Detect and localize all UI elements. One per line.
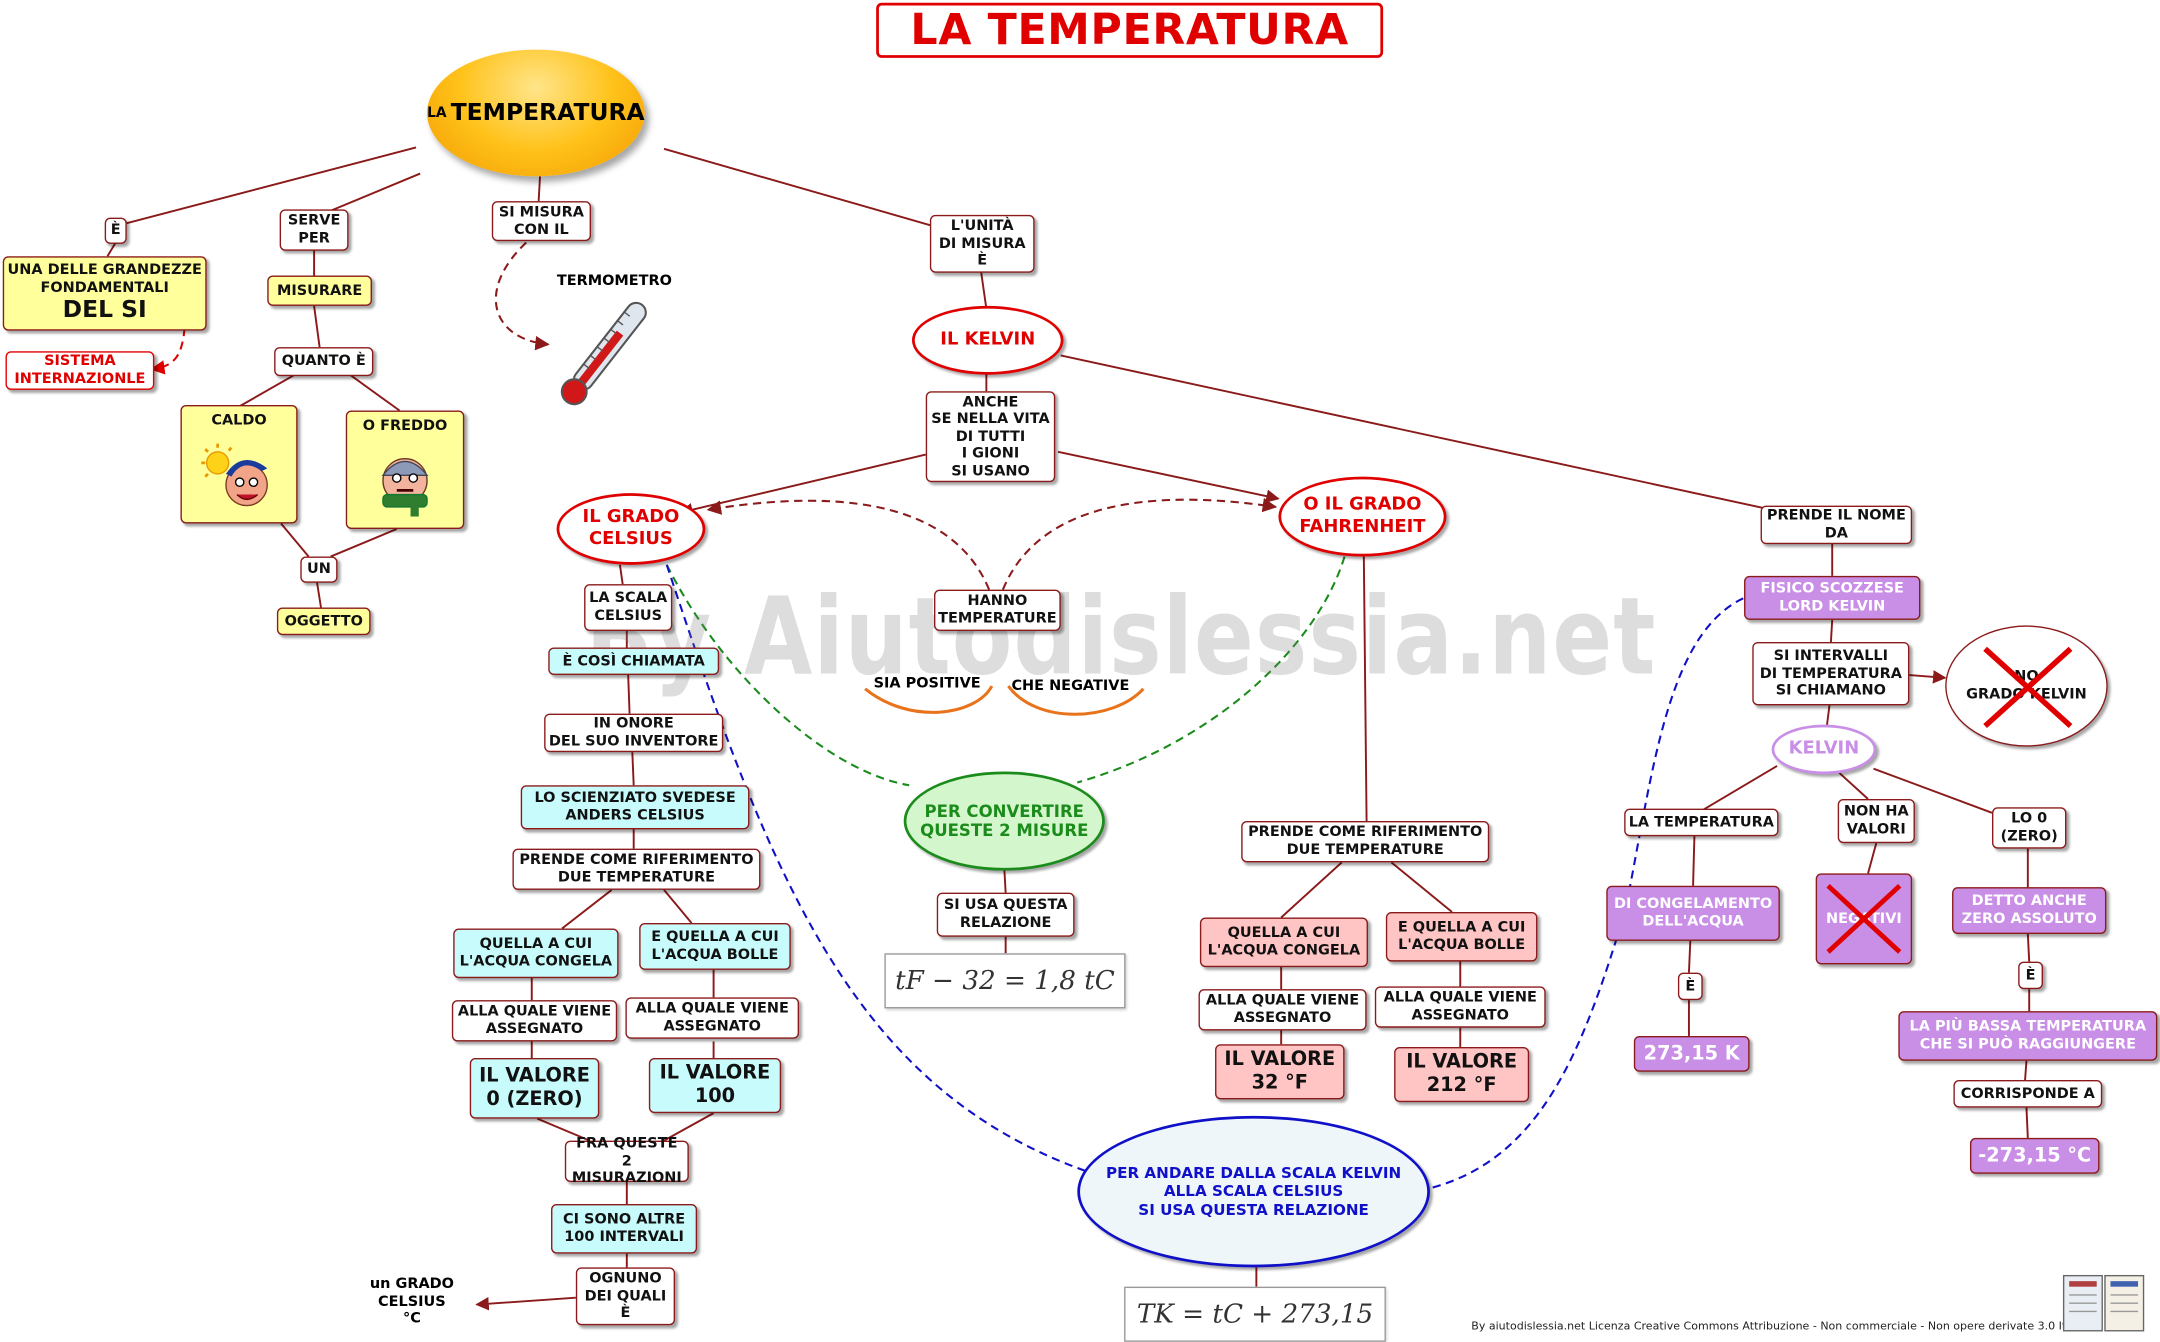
node-oggetto: OGGETTO <box>276 607 371 636</box>
page-title: LA TEMPERATURA <box>876 2 1384 58</box>
node-acqua-congela-celsius: QUELLA A CUI L'ACQUA CONGELA <box>453 928 619 979</box>
label-termometro: TERMOMETRO <box>556 272 672 290</box>
node-valore-100: IL VALORE 100 <box>648 1057 782 1114</box>
link-e-2: È <box>2018 961 2043 990</box>
label-grado-celsius: un GRADO CELSIUS °C <box>369 1275 454 1327</box>
thermometer-icon <box>560 301 647 406</box>
node-grado-fahrenheit: O IL GRADO FAHRENHEIT <box>1278 476 1447 557</box>
link-riferimento-celsius: PRENDE COME RIFERIMENTO DUE TEMPERATURE <box>512 848 761 890</box>
link-si-misura: SI MISURA CON IL <box>491 201 591 242</box>
node-scienziato-svedese: LO SCIENZIATO SVEDESE ANDERS CELSIUS <box>520 785 750 830</box>
link-in-onore: IN ONORE DEL SUO INVENTORE <box>544 713 724 753</box>
link-riferimento-fahrenheit: PRENDE COME RIFERIMENTO DUE TEMPERATURE <box>1241 821 1490 863</box>
node-caldo-label: CALDO <box>211 411 267 429</box>
node-valore-0: IL VALORE 0 (ZERO) <box>469 1057 600 1119</box>
central-topic-prefix: LA <box>427 105 447 121</box>
central-topic: LA TEMPERATURA <box>427 49 645 177</box>
watermark: By Aiutodislessia.net <box>585 575 1657 700</box>
node-del-si: DEL SI <box>62 296 147 325</box>
central-topic-label: TEMPERATURA <box>450 99 645 127</box>
node-acqua-bolle-fahrenheit: E QUELLA A CUI L'ACQUA BOLLE <box>1385 911 1538 962</box>
node-grado-celsius: IL GRADO CELSIUS <box>556 493 706 565</box>
link-corrisponde-a: CORRISPONDE A <box>1953 1080 2103 1108</box>
node-273-k: 273,15 K <box>1633 1035 1750 1072</box>
node-caldo: CALDO <box>180 405 298 524</box>
link-la-temperatura: LA TEMPERATURA <box>1624 808 1779 837</box>
formula-fahrenheit: tF − 32 = 1,8 tC <box>884 953 1126 1009</box>
link-si-usa-questa: SI USA QUESTA RELAZIONE <box>936 892 1075 937</box>
cross-icon <box>1983 646 2073 729</box>
link-non-ha-valori: NON HA VALORI <box>1837 799 1915 844</box>
node-minus-273: -273,15 °C <box>1969 1137 2100 1174</box>
link-serve-per: SERVE PER <box>279 209 349 251</box>
node-grandezze-text: UNA DELLE GRANDEZZE FONDAMENTALI <box>7 262 202 296</box>
link-prende-il-nome: PRENDE IL NOME DA <box>1760 505 1913 545</box>
link-e-1: È <box>1677 972 1703 1001</box>
node-il-kelvin: IL KELVIN <box>911 305 1064 375</box>
link-quanto-e: QUANTO È <box>274 347 374 377</box>
label-che-negative: CHE NEGATIVE <box>1011 677 1130 695</box>
link-la-scala-celsius: LA SCALA CELSIUS <box>584 584 673 631</box>
cross-icon <box>1826 884 1902 954</box>
node-kelvin: KELVIN <box>1771 724 1877 775</box>
book-logo-icon <box>2062 1274 2145 1332</box>
node-misurare: MISURARE <box>267 275 372 306</box>
node-zero-assoluto: DETTO ANCHE ZERO ASSOLUTO <box>1952 887 2107 935</box>
node-acqua-congela-fahrenheit: QUELLA A CUI L'ACQUA CONGELA <box>1199 917 1368 968</box>
node-lord-kelvin: FISICO SCOZZESE LORD KELVIN <box>1744 575 1921 620</box>
cold-face-icon <box>381 458 429 518</box>
node-cosi-chiamata: È COSÌ CHIAMATA <box>548 647 720 676</box>
node-piu-bassa: LA PIÙ BASSA TEMPERATURA CHE SI PUÒ RAGG… <box>1898 1011 2158 1061</box>
hot-face-icon <box>200 444 268 507</box>
label-sia-positive: SIA POSITIVE <box>873 675 981 692</box>
node-kelvin-celsius: PER ANDARE DALLA SCALA KELVIN ALLA SCALA… <box>1077 1115 1430 1268</box>
node-no-grado-kelvin: NO GRADO KELVIN <box>1945 625 2108 747</box>
link-ognuno: OGNUNO DEI QUALI È <box>575 1267 676 1326</box>
node-valore-32: IL VALORE 32 °F <box>1215 1044 1345 1100</box>
link-intervalli: SI INTERVALLI DI TEMPERATURA SI CHIAMANO <box>1752 641 1910 706</box>
formula-kelvin: TK = tC + 273,15 <box>1124 1286 1386 1342</box>
node-congelamento: DI CONGELAMENTO DELL'ACQUA <box>1606 885 1780 941</box>
link-assegnato-c2: ALLA QUALE VIENE ASSEGNATO <box>625 997 800 1039</box>
node-per-convertire: PER CONVERTIRE QUESTE 2 MISURE <box>903 771 1105 871</box>
link-unita-di-misura: L'UNITÀ DI MISURA È <box>929 214 1035 273</box>
link-assegnato-c1: ALLA QUALE VIENE ASSEGNATO <box>451 1000 618 1042</box>
link-un: UN <box>300 556 338 583</box>
license-footer: By aiutodislessia.net Licenza Creative C… <box>1471 1319 2086 1333</box>
node-altre-intervali: CI SONO ALTRE 100 INTERVALI <box>551 1204 698 1254</box>
link-assegnato-f2: ALLA QUALE VIENE ASSEGNATO <box>1374 986 1546 1028</box>
node-o-freddo: O FREDDO <box>345 410 465 529</box>
node-o-freddo-label: O FREDDO <box>362 417 448 434</box>
link-hanno-temperature: HANNO TEMPERATURE <box>934 589 1061 631</box>
node-valore-212: IL VALORE 212 °F <box>1394 1046 1530 1103</box>
link-anche-si-usano: ANCHE SE NELLA VITA DI TUTTI I GIONI SI … <box>925 391 1056 483</box>
node-negativi: NEGATIVI <box>1815 873 1913 965</box>
node-grandezze-fondamentali: UNA DELLE GRANDEZZE FONDAMENTALI DEL SI <box>2 256 207 331</box>
node-acqua-bolle-celsius: E QUELLA A CUI L'ACQUA BOLLE <box>639 922 791 970</box>
link-lo-zero: LO 0 (ZERO) <box>1992 807 2067 849</box>
link-fra-queste: FRA QUESTE 2 MISURAZIONI <box>564 1135 689 1187</box>
link-assegnato-f1: ALLA QUALE VIENE ASSEGNATO <box>1198 989 1367 1031</box>
node-sistema-internazionale: SISTEMA INTERNAZIONLE <box>5 351 155 390</box>
link-e: È <box>104 217 127 244</box>
